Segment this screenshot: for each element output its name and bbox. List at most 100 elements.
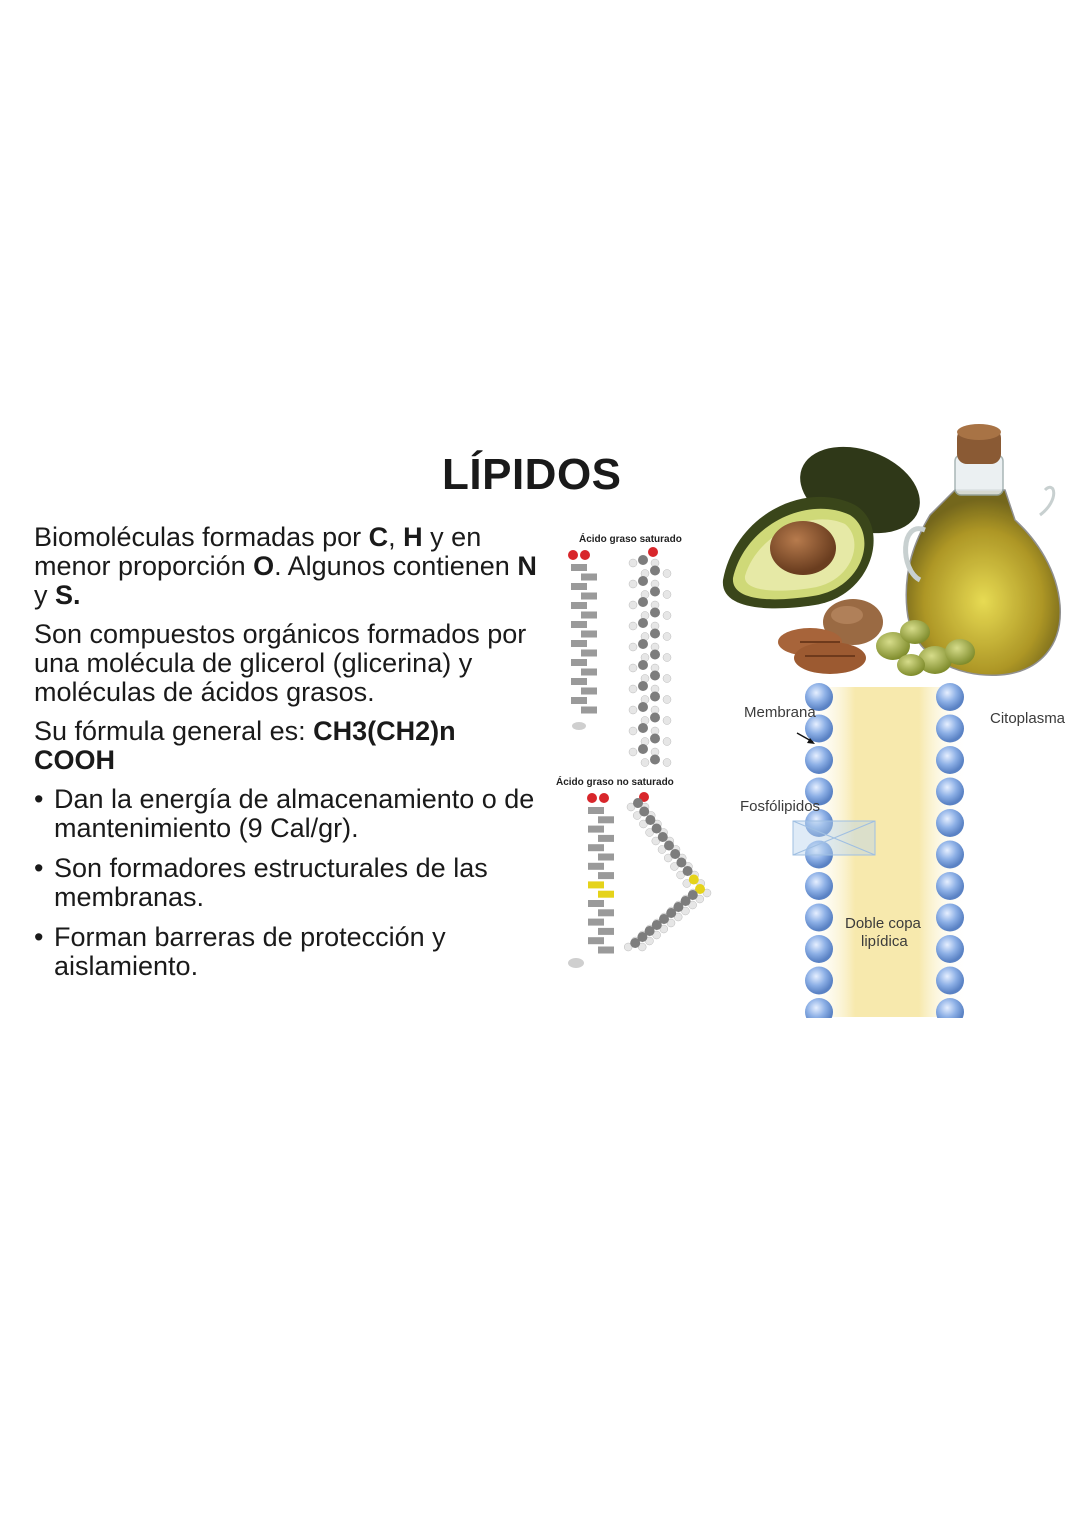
phospholipid-head bbox=[936, 683, 964, 711]
hydrogen-atom bbox=[662, 653, 672, 662]
carbon-group bbox=[598, 816, 614, 824]
phospholipid-head bbox=[805, 966, 833, 995]
carbon-group bbox=[588, 900, 604, 907]
phospholipid-head bbox=[936, 872, 964, 900]
hydrogen-atom bbox=[662, 611, 672, 620]
lipid-foods-illustration bbox=[722, 424, 1061, 676]
carbon-group bbox=[588, 862, 604, 870]
unsaturated-fatty-acid-figure: Ácido graso no saturado bbox=[556, 775, 712, 968]
carbon-group bbox=[581, 592, 597, 600]
hydrogen-atom bbox=[662, 590, 672, 599]
saturated-label: Ácido graso saturado bbox=[579, 532, 682, 545]
paragraph-formula: Su fórmula general es: CH3(CH2)n COOH bbox=[34, 716, 456, 775]
carbon-atom bbox=[676, 857, 687, 868]
carbon-group bbox=[581, 687, 597, 695]
hydrogen-atom bbox=[628, 558, 638, 568]
page-title: LÍPIDOS bbox=[442, 450, 622, 499]
carbon-atom bbox=[638, 576, 648, 586]
hydrogen-atom bbox=[645, 936, 654, 946]
carbon-atom bbox=[650, 733, 660, 744]
phospholipid-head bbox=[805, 683, 833, 711]
oxygen-atom bbox=[599, 793, 609, 803]
hydrogen-atom bbox=[651, 836, 661, 846]
hydrogen-atom bbox=[682, 879, 692, 888]
cytoplasm-label: Citoplasma bbox=[990, 710, 1066, 727]
carbon-group bbox=[598, 909, 614, 917]
avocado-seed bbox=[770, 521, 836, 575]
bilayer-label-line2: lipídica bbox=[861, 933, 908, 950]
carbon-group bbox=[571, 640, 587, 647]
phospholipid-head bbox=[805, 903, 833, 932]
hydrogen-atom bbox=[662, 758, 672, 767]
carbon-atom bbox=[682, 866, 693, 876]
carbon-atom bbox=[638, 744, 648, 754]
carbon-atom bbox=[688, 874, 699, 885]
phospholipid-head bbox=[936, 966, 964, 995]
phospholipid-head bbox=[805, 809, 833, 837]
hydrogen-atom bbox=[628, 642, 638, 652]
general-formula: CH3(CH2)n COOH bbox=[34, 716, 456, 775]
carbon-atom bbox=[651, 823, 662, 834]
hydrogen-atom bbox=[628, 579, 638, 589]
slide: LÍPIDOS Biomoléculas formadas por C, H y… bbox=[0, 415, 1080, 1025]
paragraph-organic-compounds: Son compuestos orgánicos formados por un… bbox=[34, 619, 527, 707]
carbon-atom bbox=[680, 896, 691, 906]
hydrogen-atom bbox=[637, 942, 647, 952]
phospholipid-head bbox=[805, 714, 833, 743]
carbon-atom bbox=[638, 660, 648, 670]
phospholipid-head bbox=[805, 998, 833, 1018]
hydrogen-atom bbox=[662, 695, 672, 704]
carbon-group bbox=[571, 621, 587, 628]
bullet-membranes: Son formadores estructurales de las memb… bbox=[34, 854, 544, 912]
carbon-group bbox=[571, 659, 587, 666]
carbon-atom bbox=[670, 849, 681, 859]
bullet-list: Dan la energía de almacenamiento o de ma… bbox=[34, 785, 544, 981]
phospholipid-head bbox=[936, 998, 964, 1018]
carbon-group bbox=[581, 668, 597, 676]
carbon-atom bbox=[638, 702, 648, 712]
phospholipids-label: Fosfólipidos bbox=[740, 798, 820, 815]
carbon-atom bbox=[650, 628, 660, 639]
phospholipid-head bbox=[936, 714, 964, 743]
phospholipid-head bbox=[805, 777, 833, 806]
carbon-group bbox=[581, 706, 597, 714]
carbon-atom bbox=[666, 908, 677, 918]
carbon-group bbox=[568, 958, 584, 968]
hydrogen-atom bbox=[628, 726, 638, 736]
paragraph-composition: Biomoléculas formadas por C, H y en meno… bbox=[34, 522, 537, 610]
carbon-group bbox=[571, 697, 587, 704]
carbon-atom bbox=[638, 639, 648, 649]
bullet-protection: Forman barreras de protección y aislamie… bbox=[34, 923, 544, 981]
carbon-atom bbox=[650, 586, 660, 597]
carbon-group bbox=[588, 881, 604, 889]
bilayer-label-line1: Doble copa bbox=[845, 915, 922, 932]
oil-jar bbox=[903, 424, 1061, 676]
olives bbox=[876, 620, 975, 676]
phospholipid-head bbox=[936, 746, 964, 774]
saturated-fatty-acid-figure: Ácido graso saturado bbox=[568, 532, 682, 767]
phospholipid-head bbox=[936, 809, 964, 837]
carbon-atom bbox=[639, 806, 650, 817]
carbon-group bbox=[572, 722, 586, 730]
carbon-group bbox=[581, 630, 597, 638]
carbon-atom bbox=[695, 884, 705, 894]
carbon-group bbox=[598, 834, 614, 842]
carbon-group bbox=[598, 946, 614, 954]
hydrogen-atom bbox=[681, 906, 690, 916]
phospholipid-head bbox=[805, 746, 833, 774]
carbon-atom bbox=[650, 754, 660, 765]
oxygen-atom bbox=[648, 547, 658, 557]
phospholipid-heads bbox=[805, 683, 964, 1018]
carbon-atom bbox=[630, 938, 641, 948]
carbon-atom bbox=[650, 712, 660, 723]
carbon-atom bbox=[637, 932, 648, 942]
carbon-atom bbox=[644, 926, 655, 936]
carbon-group bbox=[571, 602, 587, 609]
carbon-atom bbox=[659, 914, 669, 924]
carbon-group bbox=[598, 853, 614, 861]
hydrogen-atom bbox=[640, 758, 650, 767]
body-text: Biomoléculas formadas por C, H y en meno… bbox=[34, 523, 544, 992]
bullet-energy: Dan la energía de almacenamiento o de ma… bbox=[34, 785, 544, 843]
carbon-group bbox=[598, 927, 614, 935]
oxygen-atom bbox=[587, 793, 597, 803]
